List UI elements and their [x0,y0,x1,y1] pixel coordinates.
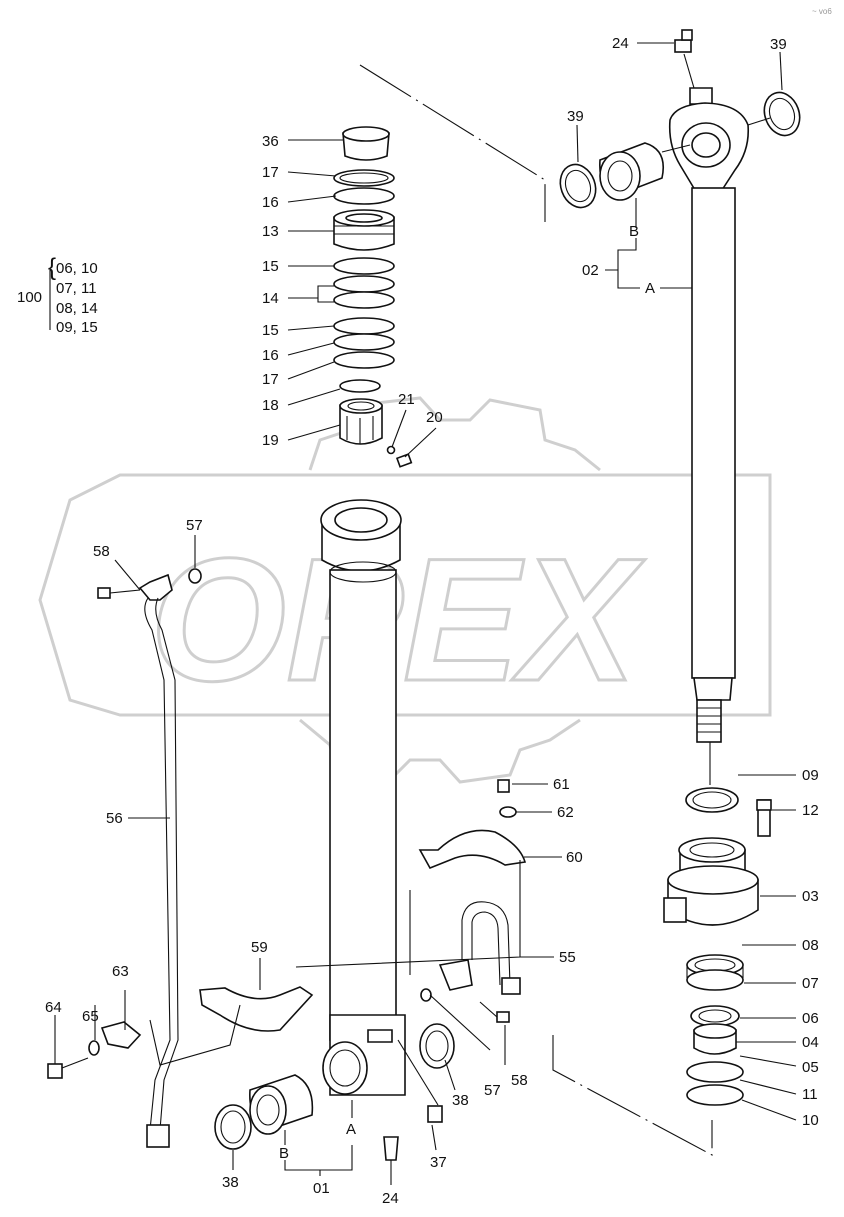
clamp-59 [199,986,314,1032]
label-18: 18 [262,397,279,414]
cylinder-tube [320,499,406,1096]
label-19: 19 [262,432,279,449]
tube-end-bushing [214,1023,455,1161]
label-16b: 16 [262,347,279,364]
corner-mark: ~ vo6 [812,7,832,16]
label-56: 56 [106,810,123,827]
label-06: 06 [802,1010,819,1027]
label-14: 14 [262,290,279,307]
label-12: 12 [802,802,819,819]
svg-text:{: { [48,254,56,281]
label-09: 09 [802,767,819,784]
label-57-top: 57 [186,517,203,534]
label-57-bottom: 57 [484,1082,501,1099]
label-15b: 15 [262,322,279,339]
label-61: 61 [553,776,570,793]
kit-row-1: 06, 10 [56,260,98,277]
label-15a: 15 [262,258,279,275]
part-labels: 36 17 16 13 15 14 15 16 17 18 19 21 20 2… [17,35,819,1207]
label-59: 59 [251,939,268,956]
label-A-top: A [645,280,655,297]
label-63: 63 [112,963,129,980]
label-03: 03 [802,888,819,905]
label-21: 21 [398,391,415,408]
label-A-bottom: A [346,1121,356,1138]
label-01: 01 [313,1180,330,1197]
label-36: 36 [262,133,279,150]
label-24-bottom: 24 [382,1190,399,1207]
rod-gland-parts [663,787,772,1106]
kit-row-4: 09, 15 [56,319,98,336]
label-58-bottom: 58 [511,1072,528,1089]
label-38-right: 38 [452,1092,469,1109]
pipe-56 [97,568,202,1148]
kit-number: 100 [17,289,42,306]
label-55: 55 [559,949,576,966]
label-13: 13 [262,223,279,240]
label-60: 60 [566,849,583,866]
bracket-63 [47,1021,142,1079]
clamp-60 [418,779,527,870]
kit-row-3: 08, 14 [56,300,98,317]
label-39-right: 39 [770,36,787,53]
label-65: 65 [82,1008,99,1025]
label-16a: 16 [262,194,279,211]
label-62: 62 [557,804,574,821]
label-64: 64 [45,999,62,1016]
pipe-55 [420,901,521,1023]
rod-eye-bushing [559,91,801,209]
leader-lines [49,42,797,1185]
piston-seal-stack [333,126,413,468]
label-17b: 17 [262,371,279,388]
label-20: 20 [426,409,443,426]
piston-rod [668,29,750,785]
label-08: 08 [802,937,819,954]
label-B-bottom: B [279,1145,289,1162]
label-38-left: 38 [222,1174,239,1191]
label-07: 07 [802,975,819,992]
label-04: 04 [802,1034,819,1051]
kit-100: 100 { 06, 10 07, 11 08, 14 09, 15 [17,254,98,336]
label-11: 11 [802,1086,818,1103]
label-58-top: 58 [93,543,110,560]
label-17a: 17 [262,164,279,181]
label-24-top: 24 [612,35,629,52]
label-39-left: 39 [567,108,584,125]
label-37: 37 [430,1154,447,1171]
label-10: 10 [802,1112,819,1129]
kit-row-2: 07, 11 [56,280,97,297]
label-05: 05 [802,1059,819,1076]
label-02: 02 [582,262,599,279]
label-B-top: B [629,223,639,240]
